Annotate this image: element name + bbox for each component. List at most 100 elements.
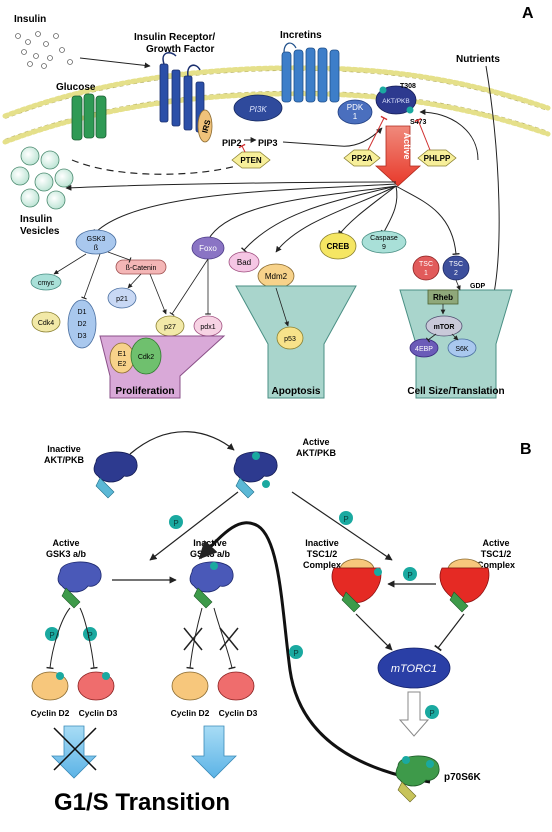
bad-node: Bad [228,251,260,273]
caspase9-label-line1: Caspase [370,235,398,242]
mtorc1-label: mTORC1 [391,663,437,675]
active-arrow: Active [374,125,422,187]
creb-label: CREB [327,242,350,251]
proliferation-basin: E1 E2 Cdk2 Proliferation [99,335,226,399]
cyclin-d2-right-label: Cyclin D2 [171,708,210,718]
akt-activation-arrow [129,431,235,455]
beta-catenin-node: ß-Catenin [115,259,167,275]
phlpp-label: PHLPP [424,154,451,163]
panel-a: A Insulin Insulin Receptor/ Growth Facto… [2,5,551,399]
phospho-label-3: P [49,631,54,640]
cmyc-label: cmyc [38,280,55,287]
e1-label: E1 [118,351,127,358]
gsk3-to-cyclin-d2-inhibit [46,607,71,670]
active-akt-label-line1: Active [302,437,329,447]
active-akt-kinase [233,451,278,499]
e2-label: E2 [118,361,127,368]
pdx1-label: pdx1 [200,324,215,331]
foxo-label: Foxo [199,244,217,253]
caspase9-label-line2: 9 [382,244,386,251]
p27-label: p27 [164,324,176,331]
panel-a-label: A [522,5,534,22]
caspase9-node: Caspase 9 [361,230,407,254]
mtorc1-to-s6k-arrow: P [398,691,439,737]
pp2a-inhibition [367,115,388,151]
insulin-label: Insulin [14,14,46,25]
mdm2-label: Mdm2 [265,272,288,281]
gsk3-to-cyclin-d3-inhibit [79,607,98,670]
cyclin-d2-left: Cyclin D2 [31,671,70,718]
apoptosis-basin: p53 Apoptosis [235,285,357,399]
pdk1-label-line1: PDK [347,103,364,112]
s473-label: S473 [410,119,426,126]
pp2a-label: PP2A [352,154,373,163]
inactive-gsk3-kinase [189,561,234,609]
akt-to-gsk3-arrow [149,491,239,561]
phlpp-inhibition [414,118,431,151]
beta-catenin-label: ß-Catenin [126,265,157,272]
d1-label: D1 [78,309,87,316]
d2-label: D2 [78,321,87,328]
cyclin-d-node: D1 D2 D3 [67,299,97,349]
akt-membrane-label: AKT/PKB [382,98,409,105]
phospho-label-7: P [429,709,434,718]
transition-arrow-left [51,725,97,779]
glucose-label: Glucose [56,82,96,93]
active-akt-label-line2: AKT/PKB [296,448,336,458]
pip2-label: PIP2 [222,138,242,148]
inactive-gsk3-to-cyclin-d2 [186,607,203,670]
pdk1-node: PDK 1 [337,99,373,125]
cyclin-d3-right: Cyclin D3 [217,671,258,718]
akt-to-tsc-arrow [291,491,393,561]
s6k-label: S6K [455,346,469,353]
cdk4-node: Cdk4 [31,311,61,333]
cmyc-node: cmyc [30,273,62,291]
p53-label: p53 [284,336,296,343]
tsc1-label-line1: TSC [419,261,433,268]
phospho-label-1: P [173,519,178,528]
d3-label: D3 [78,333,87,340]
blocked-x-marks [183,627,239,651]
feedback-phospho: P [289,645,303,659]
inactive-tsc-label-line2: TSC1/2 [307,549,338,559]
rheb-label: Rheb [433,293,453,302]
inactive-gsk3-to-cyclin-d3 [213,607,236,670]
tsc2-label-line1: TSC [449,261,463,268]
pi3k-label: PI3K [249,105,267,114]
akt-phospho-circles: P P [169,511,353,529]
incretin-receptor [281,42,340,103]
s6k-feedback-curve [198,521,431,784]
active-tsc-label-line2: TSC1/2 [481,549,512,559]
phospho-label-6: P [407,571,412,580]
insulin-receptor [159,51,205,133]
cell-size-basin: TSC 1 TSC 2 Rheb GDP mTOR 4EBP S6K Cell … [399,255,513,399]
inactive-tsc-to-mtorc1 [355,613,393,651]
active-label: Active [402,132,412,159]
t308-label: T308 [400,83,416,90]
irs-label: IRS [200,118,212,134]
vesicles-dashed-line [71,159,237,175]
inactive-tsc-complex [331,558,382,613]
cyclin-d2-right: Cyclin D2 [171,671,210,718]
nutrients-label: Nutrients [456,54,500,65]
tsc1-label-line2: 1 [424,270,428,277]
foxo-node: Foxo [191,236,225,260]
receptor-label-line1: Insulin Receptor/ [134,32,215,43]
tsc-phospho: P [403,567,417,581]
p70s6k-label: p70S6K [444,772,481,783]
gsk3-label-line1: GSK3 [87,236,106,243]
inactive-akt-label-line2: AKT/PKB [44,455,84,465]
nutrients-to-akt-line [419,109,479,161]
gsk3-label-line2: ß [94,245,98,252]
gdp-label: GDP [470,283,486,290]
incretins-label: Incretins [280,30,322,41]
4ebp-label: 4EBP [415,346,433,353]
gsk3-node: GSK3 ß [75,229,117,255]
pp2a-node: PP2A [343,149,381,167]
phospho-label-4: P [87,631,92,640]
inactive-akt-label-line1: Inactive [47,444,81,454]
apoptosis-label: Apoptosis [272,386,321,397]
tsc2-label-line2: 2 [454,270,458,277]
phospho-label-5: P [293,649,298,658]
p21-node: p21 [107,287,137,309]
